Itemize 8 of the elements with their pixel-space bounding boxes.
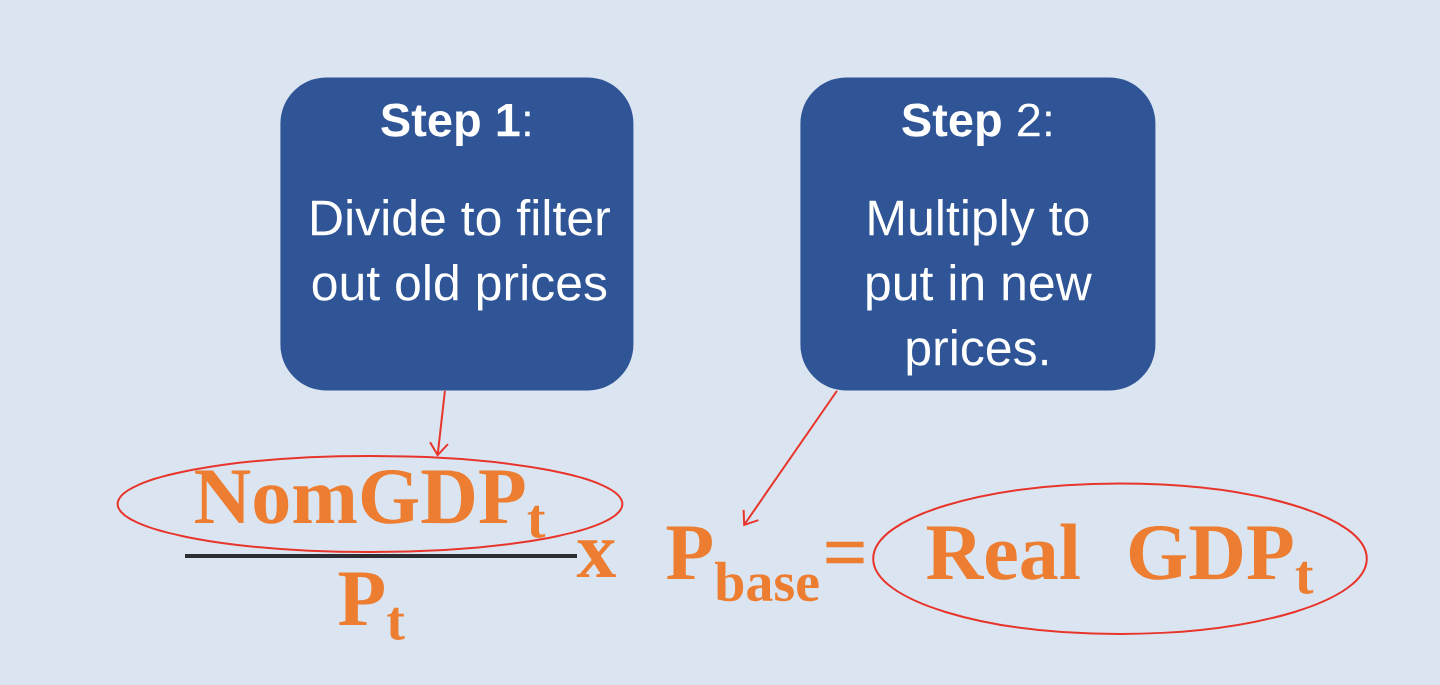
equals-sign: = bbox=[826, 541, 864, 564]
step-box: Step 2: Multiply to put in new prices. bbox=[800, 77, 1156, 391]
formula-term: P$_{t}$ bbox=[338, 572, 405, 640]
arrow bbox=[429, 389, 449, 457]
formula-term: P$_{base}$ bbox=[666, 526, 819, 602]
arrow bbox=[742, 389, 838, 527]
circled-term: Real GDP$_{t}$ bbox=[872, 482, 1368, 635]
step-box: Step 1: Divide to filter out old prices bbox=[280, 77, 634, 391]
